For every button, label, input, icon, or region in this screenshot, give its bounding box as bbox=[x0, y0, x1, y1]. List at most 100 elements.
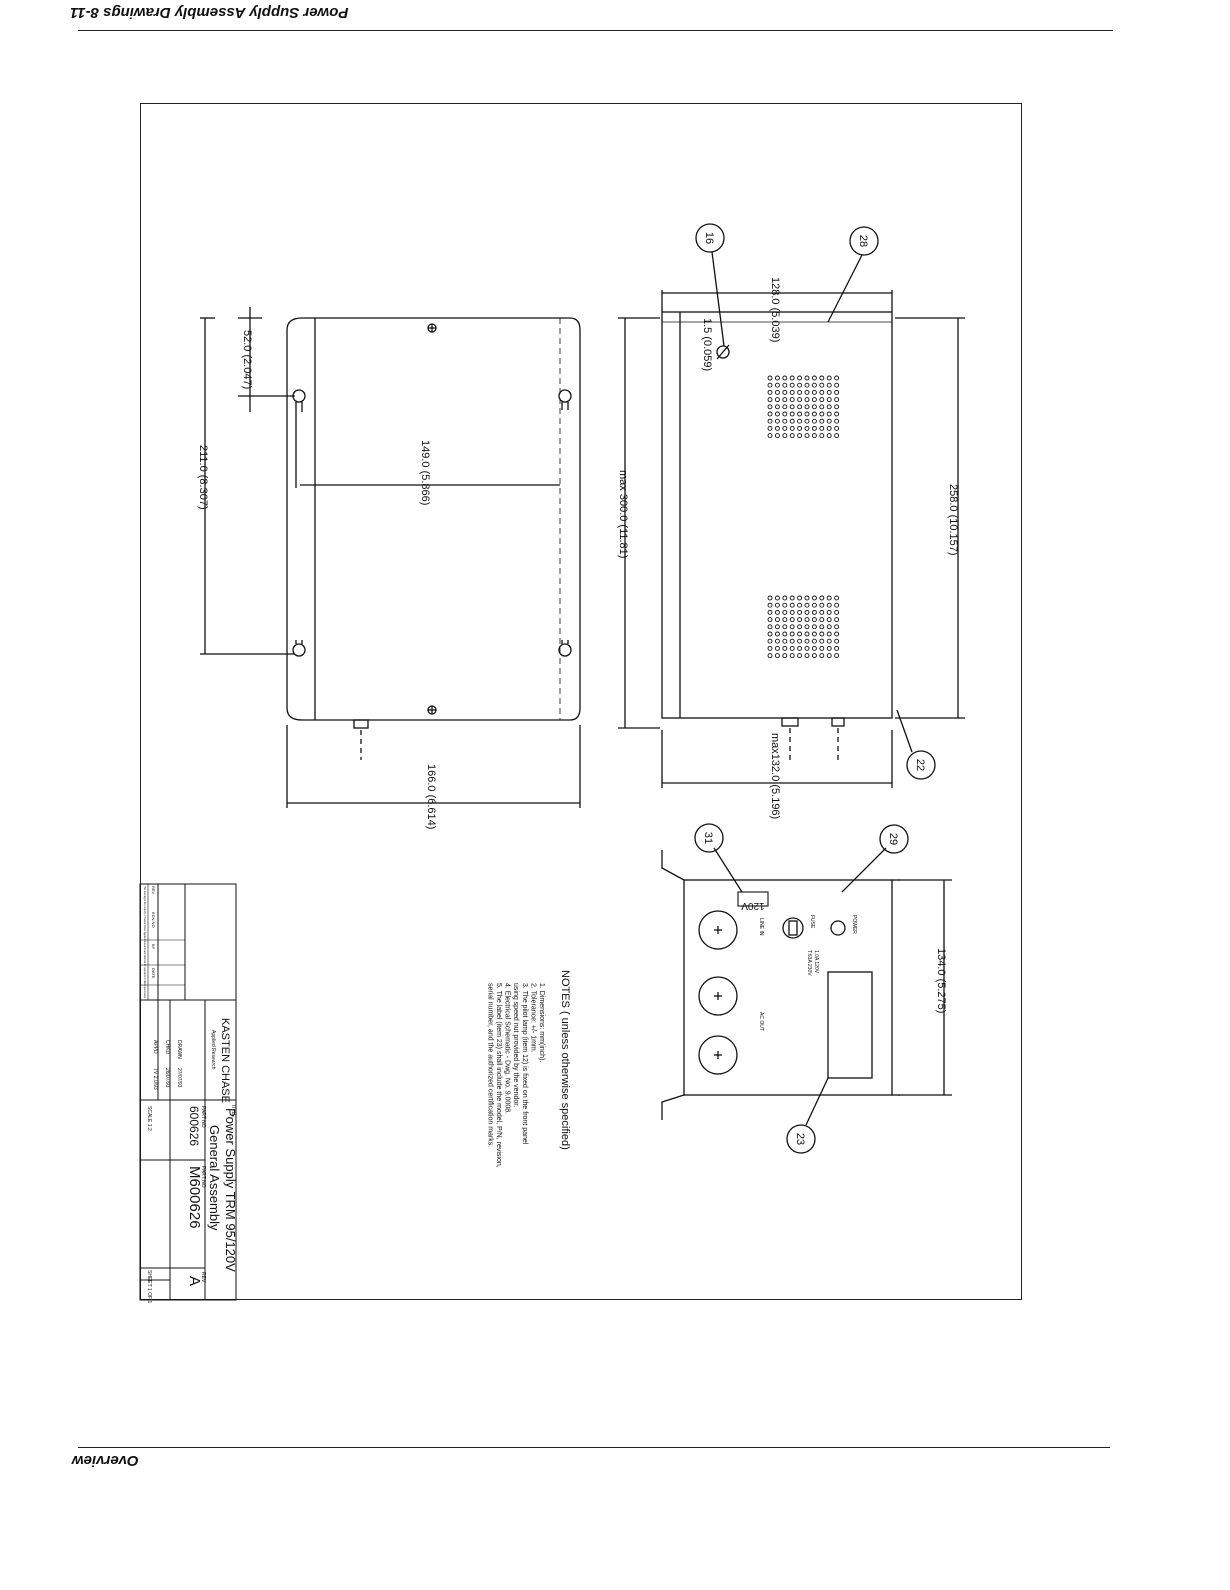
panel-line-in-label: LINE IN bbox=[758, 918, 764, 936]
vent-hole bbox=[811, 602, 817, 608]
vent-hole bbox=[826, 375, 832, 381]
drawing-title-line1: Power Supply TRM 95/120V bbox=[223, 1108, 238, 1272]
vent-hole bbox=[797, 389, 803, 395]
vent-hole bbox=[789, 595, 795, 601]
vent-hole bbox=[819, 382, 825, 388]
product-label-area bbox=[827, 971, 873, 1079]
vent-hole bbox=[774, 389, 780, 395]
keyhole-slot-icon bbox=[558, 640, 572, 657]
vent-hole bbox=[826, 645, 832, 651]
approved-label: APPD bbox=[152, 1040, 158, 1054]
panel-fuse-label: FUSE bbox=[809, 915, 815, 929]
vent-hole bbox=[834, 617, 840, 623]
vent-hole bbox=[834, 425, 840, 431]
vent-hole bbox=[819, 375, 825, 381]
vent-hole bbox=[826, 418, 832, 424]
screw-icon bbox=[427, 705, 437, 715]
checked-label: CHKD bbox=[164, 1040, 170, 1055]
vent-hole bbox=[767, 645, 773, 651]
vent-hole bbox=[782, 404, 788, 410]
notes-line: 2. Tolerance: +/- 1mm. bbox=[529, 983, 536, 1053]
vent-hole bbox=[834, 595, 840, 601]
notes-line: using speed nut provided by the vendor. bbox=[512, 983, 519, 1107]
vent-hole bbox=[819, 418, 825, 424]
vent-hole bbox=[819, 653, 825, 659]
vent-hole bbox=[782, 418, 788, 424]
vent-hole bbox=[826, 433, 832, 439]
vent-hole bbox=[789, 624, 795, 630]
vent-hole bbox=[767, 397, 773, 403]
notes-heading: NOTES ( unless otherwise specified) bbox=[559, 970, 571, 1150]
part-no-label-2: PART NO bbox=[200, 1166, 206, 1188]
vent-hole bbox=[819, 433, 825, 439]
vent-hole bbox=[797, 602, 803, 608]
vent-hole bbox=[834, 382, 840, 388]
vent-hole bbox=[797, 411, 803, 417]
vent-hole bbox=[811, 624, 817, 630]
vent-hole bbox=[797, 624, 803, 630]
top-view bbox=[200, 307, 581, 808]
dim-128: 128.0 (5.039) bbox=[769, 277, 781, 342]
vent-hole bbox=[819, 645, 825, 651]
vent-hole bbox=[774, 609, 780, 615]
vent-hole bbox=[774, 411, 780, 417]
vent-hole bbox=[789, 638, 795, 644]
vent-hole bbox=[819, 411, 825, 417]
vent-hole bbox=[811, 653, 817, 659]
panel-power-label: POWER bbox=[851, 915, 857, 934]
revision-col-rev: REV bbox=[151, 886, 156, 895]
vent-hole bbox=[804, 653, 810, 659]
vent-hole bbox=[789, 425, 795, 431]
vent-hole bbox=[782, 425, 788, 431]
vent-hole bbox=[804, 433, 810, 439]
vent-hole bbox=[774, 617, 780, 623]
vent-hole bbox=[789, 631, 795, 637]
callout-balloon-29 bbox=[879, 824, 909, 854]
vent-hole bbox=[797, 418, 803, 424]
vent-hole bbox=[826, 595, 832, 601]
notes-line: 3. The pilot lamp (item 12) is fixed on … bbox=[521, 983, 528, 1145]
notes-line: 1. Dimensions: mm(inch). bbox=[538, 983, 545, 1062]
dim-52: 52.0 (2.047) bbox=[241, 330, 253, 389]
vent-hole bbox=[834, 375, 840, 381]
vent-hole bbox=[774, 433, 780, 439]
vent-hole bbox=[811, 645, 817, 651]
vent-hole bbox=[834, 404, 840, 410]
balloon-16-label: 16 bbox=[703, 232, 715, 244]
vent-hole bbox=[797, 631, 803, 637]
screw-icon bbox=[427, 323, 437, 333]
revision-col-by: BY bbox=[151, 944, 156, 950]
power-pilot-lamp-icon bbox=[830, 920, 846, 936]
notes-line: serial number, and the authorized certif… bbox=[486, 983, 493, 1147]
vent-hole bbox=[804, 382, 810, 388]
vent-hole bbox=[774, 397, 780, 403]
company-sub: Applied Research bbox=[210, 1030, 216, 1070]
line-in-outlet-icon bbox=[698, 910, 738, 950]
vent-hole bbox=[804, 389, 810, 395]
vent-hole bbox=[826, 425, 832, 431]
dim-134: 134.0 (5.275) bbox=[935, 948, 947, 1013]
balloon-22-label: 22 bbox=[914, 759, 926, 771]
vent-hole bbox=[819, 609, 825, 615]
vent-hole bbox=[804, 404, 810, 410]
vent-hole bbox=[819, 389, 825, 395]
vent-hole bbox=[811, 595, 817, 601]
balloon-23-label: 23 bbox=[794, 1133, 806, 1145]
vent-hole bbox=[774, 602, 780, 608]
vent-hole bbox=[782, 645, 788, 651]
vent-hole bbox=[782, 631, 788, 637]
keyhole-slot-icon bbox=[558, 389, 572, 410]
ac-out-outlet-icon bbox=[698, 1035, 738, 1075]
vent-hole bbox=[774, 624, 780, 630]
footer-rule bbox=[78, 1447, 1110, 1448]
keyhole-slot-icon bbox=[292, 389, 306, 412]
vent-hole bbox=[774, 418, 780, 424]
vent-hole bbox=[767, 375, 773, 381]
vent-hole bbox=[767, 595, 773, 601]
vent-hole bbox=[804, 595, 810, 601]
vent-hole bbox=[811, 375, 817, 381]
panel-fuse-rating-1: 1.0A 120V bbox=[813, 950, 819, 974]
vent-hole bbox=[767, 609, 773, 615]
vent-hole bbox=[811, 411, 817, 417]
vent-hole bbox=[819, 631, 825, 637]
